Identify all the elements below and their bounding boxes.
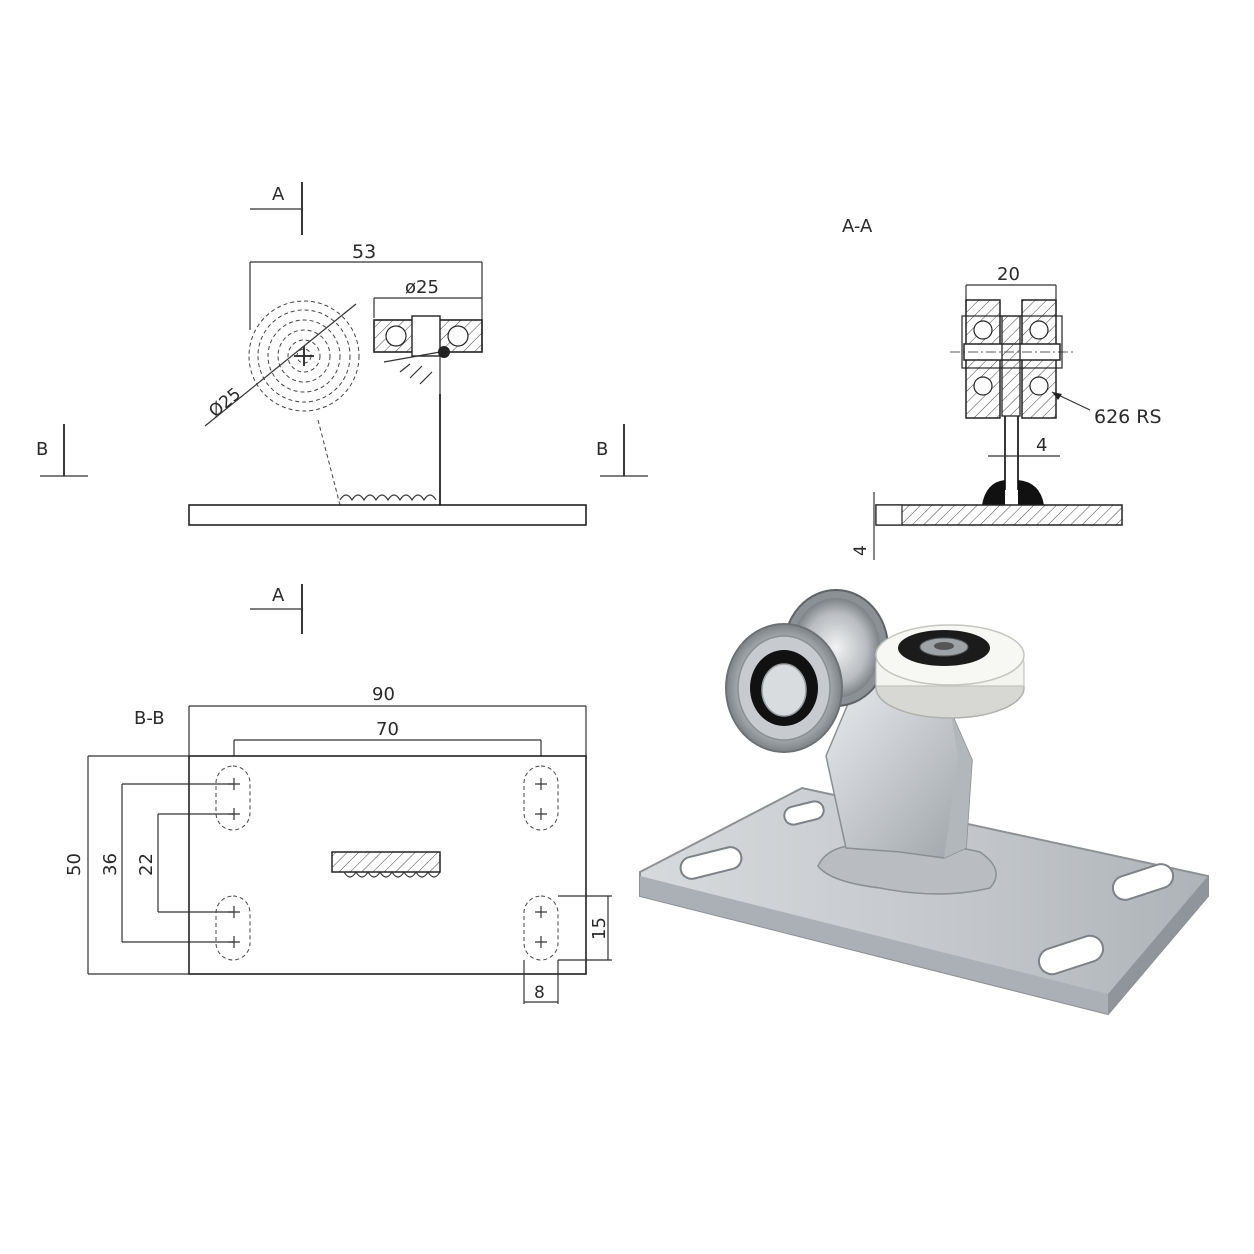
side-view: A 53 ø25 Ø25 bbox=[36, 182, 648, 634]
section-bb-view: B-B 90 70 50 36 22 bbox=[64, 684, 612, 1004]
bearing-label: 626 RS bbox=[1094, 406, 1162, 428]
section-marker-a-bottom: A bbox=[250, 584, 303, 634]
dim-inner-slot-span: 22 bbox=[136, 853, 157, 876]
section-aa-view: A-A 20 4 626 RS 4 bbox=[842, 216, 1162, 560]
bracket-side bbox=[317, 394, 441, 506]
dim-aa-plate: 4 bbox=[851, 545, 871, 556]
section-label-b-left: B bbox=[36, 439, 48, 460]
section-label-a-bottom: A bbox=[272, 585, 285, 606]
slot-bottom-left bbox=[215, 895, 251, 961]
base-plate-side bbox=[188, 504, 587, 526]
dim-overall-length: 53 bbox=[352, 241, 376, 263]
bearing-top-section bbox=[373, 315, 483, 394]
dim-aa-stem: 4 bbox=[1036, 435, 1047, 456]
dim-aa-width: 20 bbox=[997, 264, 1020, 285]
dimension-53: 53 bbox=[249, 241, 483, 350]
wheel-side-view: Ø25 bbox=[204, 300, 360, 427]
dim-plate-length: 90 bbox=[372, 684, 395, 705]
section-label-a-top: A bbox=[272, 184, 285, 205]
section-marker-a-top: A bbox=[250, 182, 303, 235]
slot-top-left bbox=[215, 765, 251, 831]
section-title-bb: B-B bbox=[134, 708, 165, 729]
section-title-aa: A-A bbox=[842, 216, 873, 237]
dim-plate-width: 50 bbox=[64, 853, 85, 876]
dimension-diameter-top: ø25 bbox=[373, 277, 482, 318]
slot-top-right bbox=[523, 765, 559, 831]
dim-slot-length: 15 bbox=[589, 917, 610, 940]
dim-wheel-diameter-top: ø25 bbox=[405, 277, 439, 298]
slot-bottom-right bbox=[523, 895, 559, 961]
section-label-b-right: B bbox=[596, 439, 608, 460]
dim-slot-width: 8 bbox=[534, 983, 545, 1003]
section-marker-b-right: B bbox=[596, 424, 648, 477]
dim-hole-spacing: 70 bbox=[376, 719, 399, 740]
section-marker-b-left: B bbox=[36, 424, 88, 477]
dim-outer-slot-span: 36 bbox=[100, 853, 121, 876]
cantilever-gate-roller-photo bbox=[639, 589, 1209, 1016]
dim-wheel-diameter-side: Ø25 bbox=[205, 384, 245, 422]
